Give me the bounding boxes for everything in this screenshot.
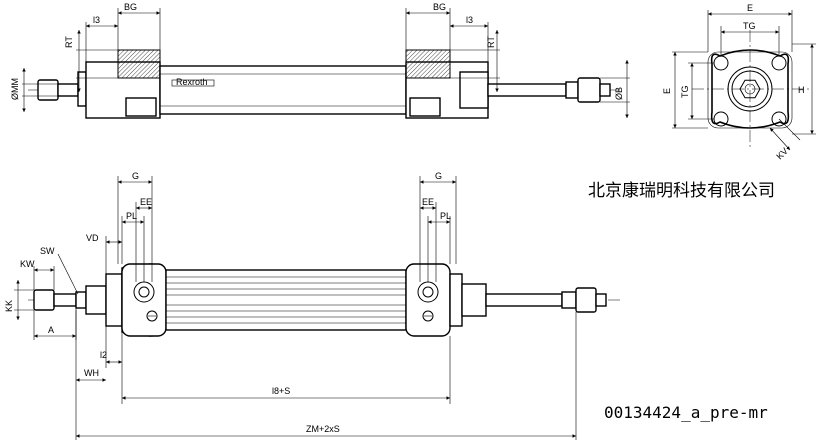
dim-label-pl-right: PL: [440, 211, 451, 221]
top-view: Rexroth: [28, 49, 622, 119]
dim-label-e-top: E: [747, 3, 753, 13]
dim-label-ee-left: EE: [140, 197, 152, 207]
document-id: 00134424_a_pre-mr: [604, 403, 768, 422]
dim-label-bg-left: BG: [124, 2, 137, 12]
end-view: [692, 30, 810, 150]
dim-label-mm: ØMM: [10, 78, 20, 100]
dim-label-l2: l2: [100, 350, 107, 360]
dim-label-l8s: l8+S: [272, 386, 290, 396]
dim-label-a: A: [48, 325, 54, 335]
dim-label-b: ØB: [614, 87, 624, 100]
cushion-screw-right: [422, 310, 434, 322]
dim-label-kk: KK: [4, 300, 14, 312]
top-view-dimensions: BG l3 RT ØMM BG l3 RT ØB: [10, 2, 630, 118]
dim-label-g-right: G: [435, 171, 442, 181]
dim-label-kv: KV: [774, 146, 790, 162]
dim-label-sw: SW: [40, 246, 55, 256]
dim-label-kw: KW: [20, 259, 35, 269]
dim-label-tg-left: TG: [680, 86, 690, 99]
bottom-view: [28, 263, 622, 337]
dim-label-vd: VD: [86, 233, 99, 243]
bottom-view-dimensions: G EE PL VD SW KW KK A l2: [4, 171, 577, 440]
dim-label-g-left: G: [132, 171, 139, 181]
dim-label-rt-left: RT: [64, 36, 74, 48]
dim-label-ee-right: EE: [422, 197, 434, 207]
dim-label-bg-right: BG: [433, 2, 446, 12]
cushion-screw-left: [146, 310, 158, 322]
dim-label-l3-left: l3: [93, 15, 100, 25]
dim-label-e-left: E: [662, 88, 672, 94]
dim-label-pl-left: PL: [126, 211, 137, 221]
dim-label-tg-top: TG: [743, 21, 756, 31]
company-name: 北京康瑞明科技有限公司: [588, 181, 775, 201]
svg-text:Rexroth: Rexroth: [176, 77, 208, 87]
dim-label-h: H: [798, 85, 805, 95]
dim-label-rt-right: RT: [486, 36, 496, 48]
dim-label-wh: WH: [84, 368, 99, 378]
dim-label-zm: ZM+2xS: [306, 424, 340, 434]
dim-label-l3-right: l3: [466, 15, 473, 25]
end-view-dimensions: E TG E TG H KV: [662, 3, 816, 161]
